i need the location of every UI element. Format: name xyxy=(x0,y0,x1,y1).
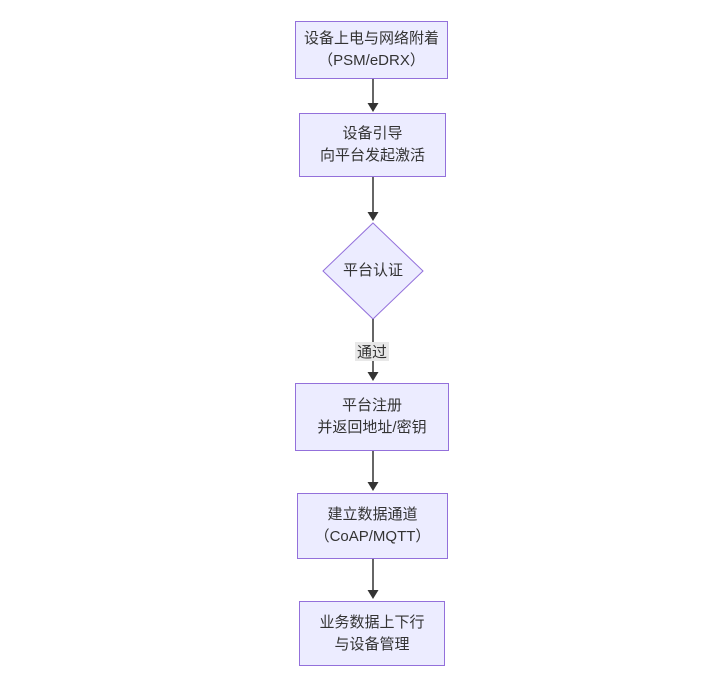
node-label-line: 设备上电与网络附着 xyxy=(303,30,439,47)
node-label-line: 建立数据通道 xyxy=(327,506,418,523)
node-label-line: 平台认证 xyxy=(342,262,403,279)
node-label-line: 设备引导 xyxy=(342,125,403,142)
node-label-line: 向平台发起激活 xyxy=(319,147,425,164)
node-auth-decision: 平台认证 xyxy=(323,223,423,319)
node-label-line: 并返回地址/密钥 xyxy=(317,419,427,436)
node-register: 平台注册 并返回地址/密钥 xyxy=(295,383,449,451)
node-label-line: （PSM/eDRX） xyxy=(318,52,425,69)
arrowhead-down-icon xyxy=(367,590,379,599)
node-label-line: 与设备管理 xyxy=(334,635,410,653)
arrowhead-down-icon xyxy=(367,482,379,491)
node-label-line: 平台注册 xyxy=(341,397,402,414)
node-business: 业务数据上下行 与设备管理 xyxy=(299,601,445,666)
arrowhead-down-icon xyxy=(367,212,379,221)
edge-label-text: 通过 xyxy=(356,344,387,361)
node-label-line: （CoAP/MQTT） xyxy=(314,528,431,545)
arrowhead-down-icon xyxy=(367,372,379,381)
node-power-attach: 设备上电与网络附着 （PSM/eDRX） xyxy=(295,21,448,79)
node-data-channel: 建立数据通道 （CoAP/MQTT） xyxy=(297,493,448,559)
arrowhead-down-icon xyxy=(367,103,379,112)
node-bootstrap: 设备引导 向平台发起激活 xyxy=(299,113,446,177)
edge-label-pass: 通过 xyxy=(355,342,389,361)
node-label-line: 业务数据上下行 xyxy=(319,613,425,631)
